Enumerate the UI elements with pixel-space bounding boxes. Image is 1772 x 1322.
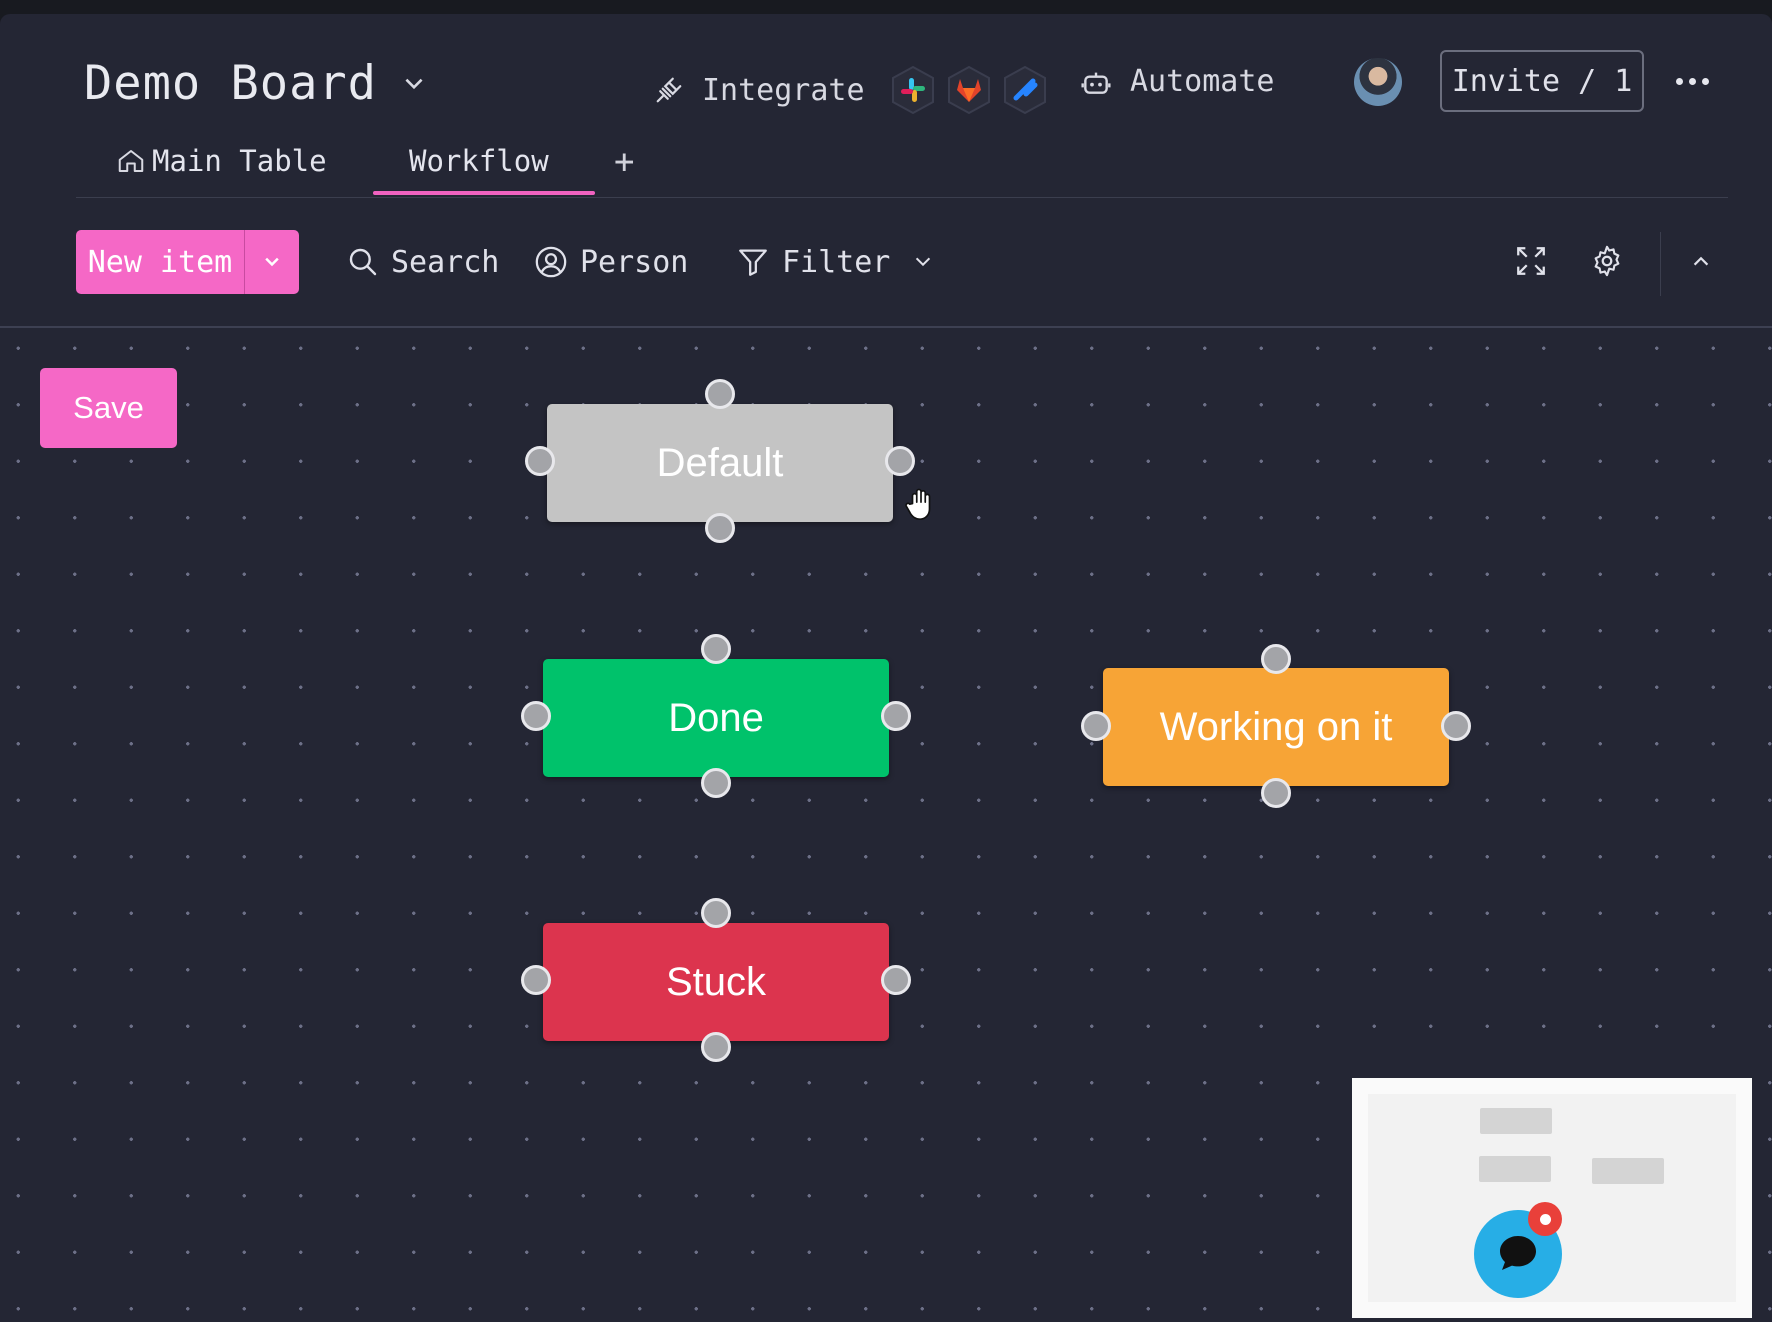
gitlab-icon: [943, 64, 995, 116]
search-label: Search: [391, 244, 500, 280]
search-button[interactable]: Search: [347, 236, 499, 288]
filter-icon: [739, 249, 767, 276]
node-label: Stuck: [665, 959, 767, 1004]
plug-icon: [656, 77, 682, 103]
status-node-working-on-it[interactable]: Working on it: [1103, 668, 1449, 786]
notification-badge: [1528, 1202, 1562, 1236]
connection-handle[interactable]: [881, 701, 911, 731]
connection-handle[interactable]: [1261, 644, 1291, 674]
node-label: Done: [668, 695, 764, 740]
chevron-down-icon: [265, 257, 279, 267]
tab-label: Workflow: [409, 144, 549, 178]
status-node-stuck[interactable]: Stuck: [543, 923, 889, 1041]
connection-handle[interactable]: [701, 768, 731, 798]
chevron-up-icon[interactable]: [1690, 250, 1712, 272]
divider: [1660, 232, 1661, 296]
minimap-node: [1479, 1156, 1551, 1182]
home-icon: [118, 150, 144, 172]
connection-handle[interactable]: [881, 965, 911, 995]
filter-label: Filter: [782, 244, 891, 280]
divider: [0, 326, 1772, 328]
connection-handle[interactable]: [525, 446, 555, 476]
minimap[interactable]: [1352, 1078, 1752, 1318]
minimap-node: [1480, 1108, 1552, 1134]
connection-handle[interactable]: [701, 1032, 731, 1062]
person-icon: [535, 246, 567, 278]
connection-handle[interactable]: [885, 446, 915, 476]
more-options-icon[interactable]: [1676, 78, 1709, 85]
connection-handle[interactable]: [701, 634, 731, 664]
new-item-label[interactable]: New item: [76, 230, 245, 294]
divider: [76, 197, 1728, 198]
connection-handle[interactable]: [1261, 778, 1291, 808]
connection-handle[interactable]: [1441, 711, 1471, 741]
integrate-button[interactable]: Integrate: [654, 64, 1051, 116]
status-node-default[interactable]: Default: [547, 404, 893, 522]
invite-button[interactable]: Invite / 1: [1440, 50, 1644, 112]
save-button[interactable]: Save: [40, 368, 177, 448]
active-tab-indicator: [373, 191, 595, 195]
tab-workflow[interactable]: Workflow: [409, 144, 549, 178]
tab-main-table[interactable]: Main Table: [116, 144, 327, 178]
connection-handle[interactable]: [705, 513, 735, 543]
filter-button[interactable]: Filter: [736, 236, 934, 288]
status-node-done[interactable]: Done: [543, 659, 889, 777]
automate-label: Automate: [1130, 64, 1275, 99]
robot-icon: [1081, 72, 1111, 94]
automate-button[interactable]: Automate: [1080, 64, 1275, 99]
person-filter-button[interactable]: Person: [534, 236, 688, 288]
connection-handle[interactable]: [1081, 711, 1111, 741]
add-tab-button[interactable]: +: [614, 142, 635, 182]
connection-handle[interactable]: [521, 701, 551, 731]
new-item-dropdown[interactable]: [245, 230, 299, 294]
chat-bubble-icon: [1500, 1236, 1536, 1270]
integrate-label: Integrate: [702, 72, 865, 108]
person-label: Person: [580, 244, 689, 280]
invite-label: Invite / 1: [1451, 63, 1633, 99]
node-label: Working on it: [1159, 704, 1393, 749]
chevron-down-icon: [916, 257, 931, 267]
chevron-down-icon: [405, 78, 423, 89]
node-label: Default: [656, 440, 784, 485]
connection-handle[interactable]: [701, 898, 731, 928]
connection-handle[interactable]: [521, 965, 551, 995]
fullscreen-icon[interactable]: [1514, 244, 1548, 278]
board-title: Demo Board: [84, 56, 377, 111]
tab-label: Main Table: [152, 144, 327, 178]
grab-cursor-icon: [905, 488, 931, 521]
app-window: Demo Board Integrate Automate Invite / 1…: [0, 14, 1772, 1322]
board-title-dropdown[interactable]: Demo Board: [84, 56, 427, 111]
connection-handle[interactable]: [705, 379, 735, 409]
new-item-button[interactable]: New item: [76, 230, 299, 294]
avatar[interactable]: [1354, 58, 1402, 106]
gear-icon[interactable]: [1590, 244, 1624, 278]
search-icon: [349, 248, 377, 276]
minimap-node: [1592, 1158, 1664, 1184]
jira-icon: [999, 64, 1051, 116]
slack-icon: [887, 64, 939, 116]
